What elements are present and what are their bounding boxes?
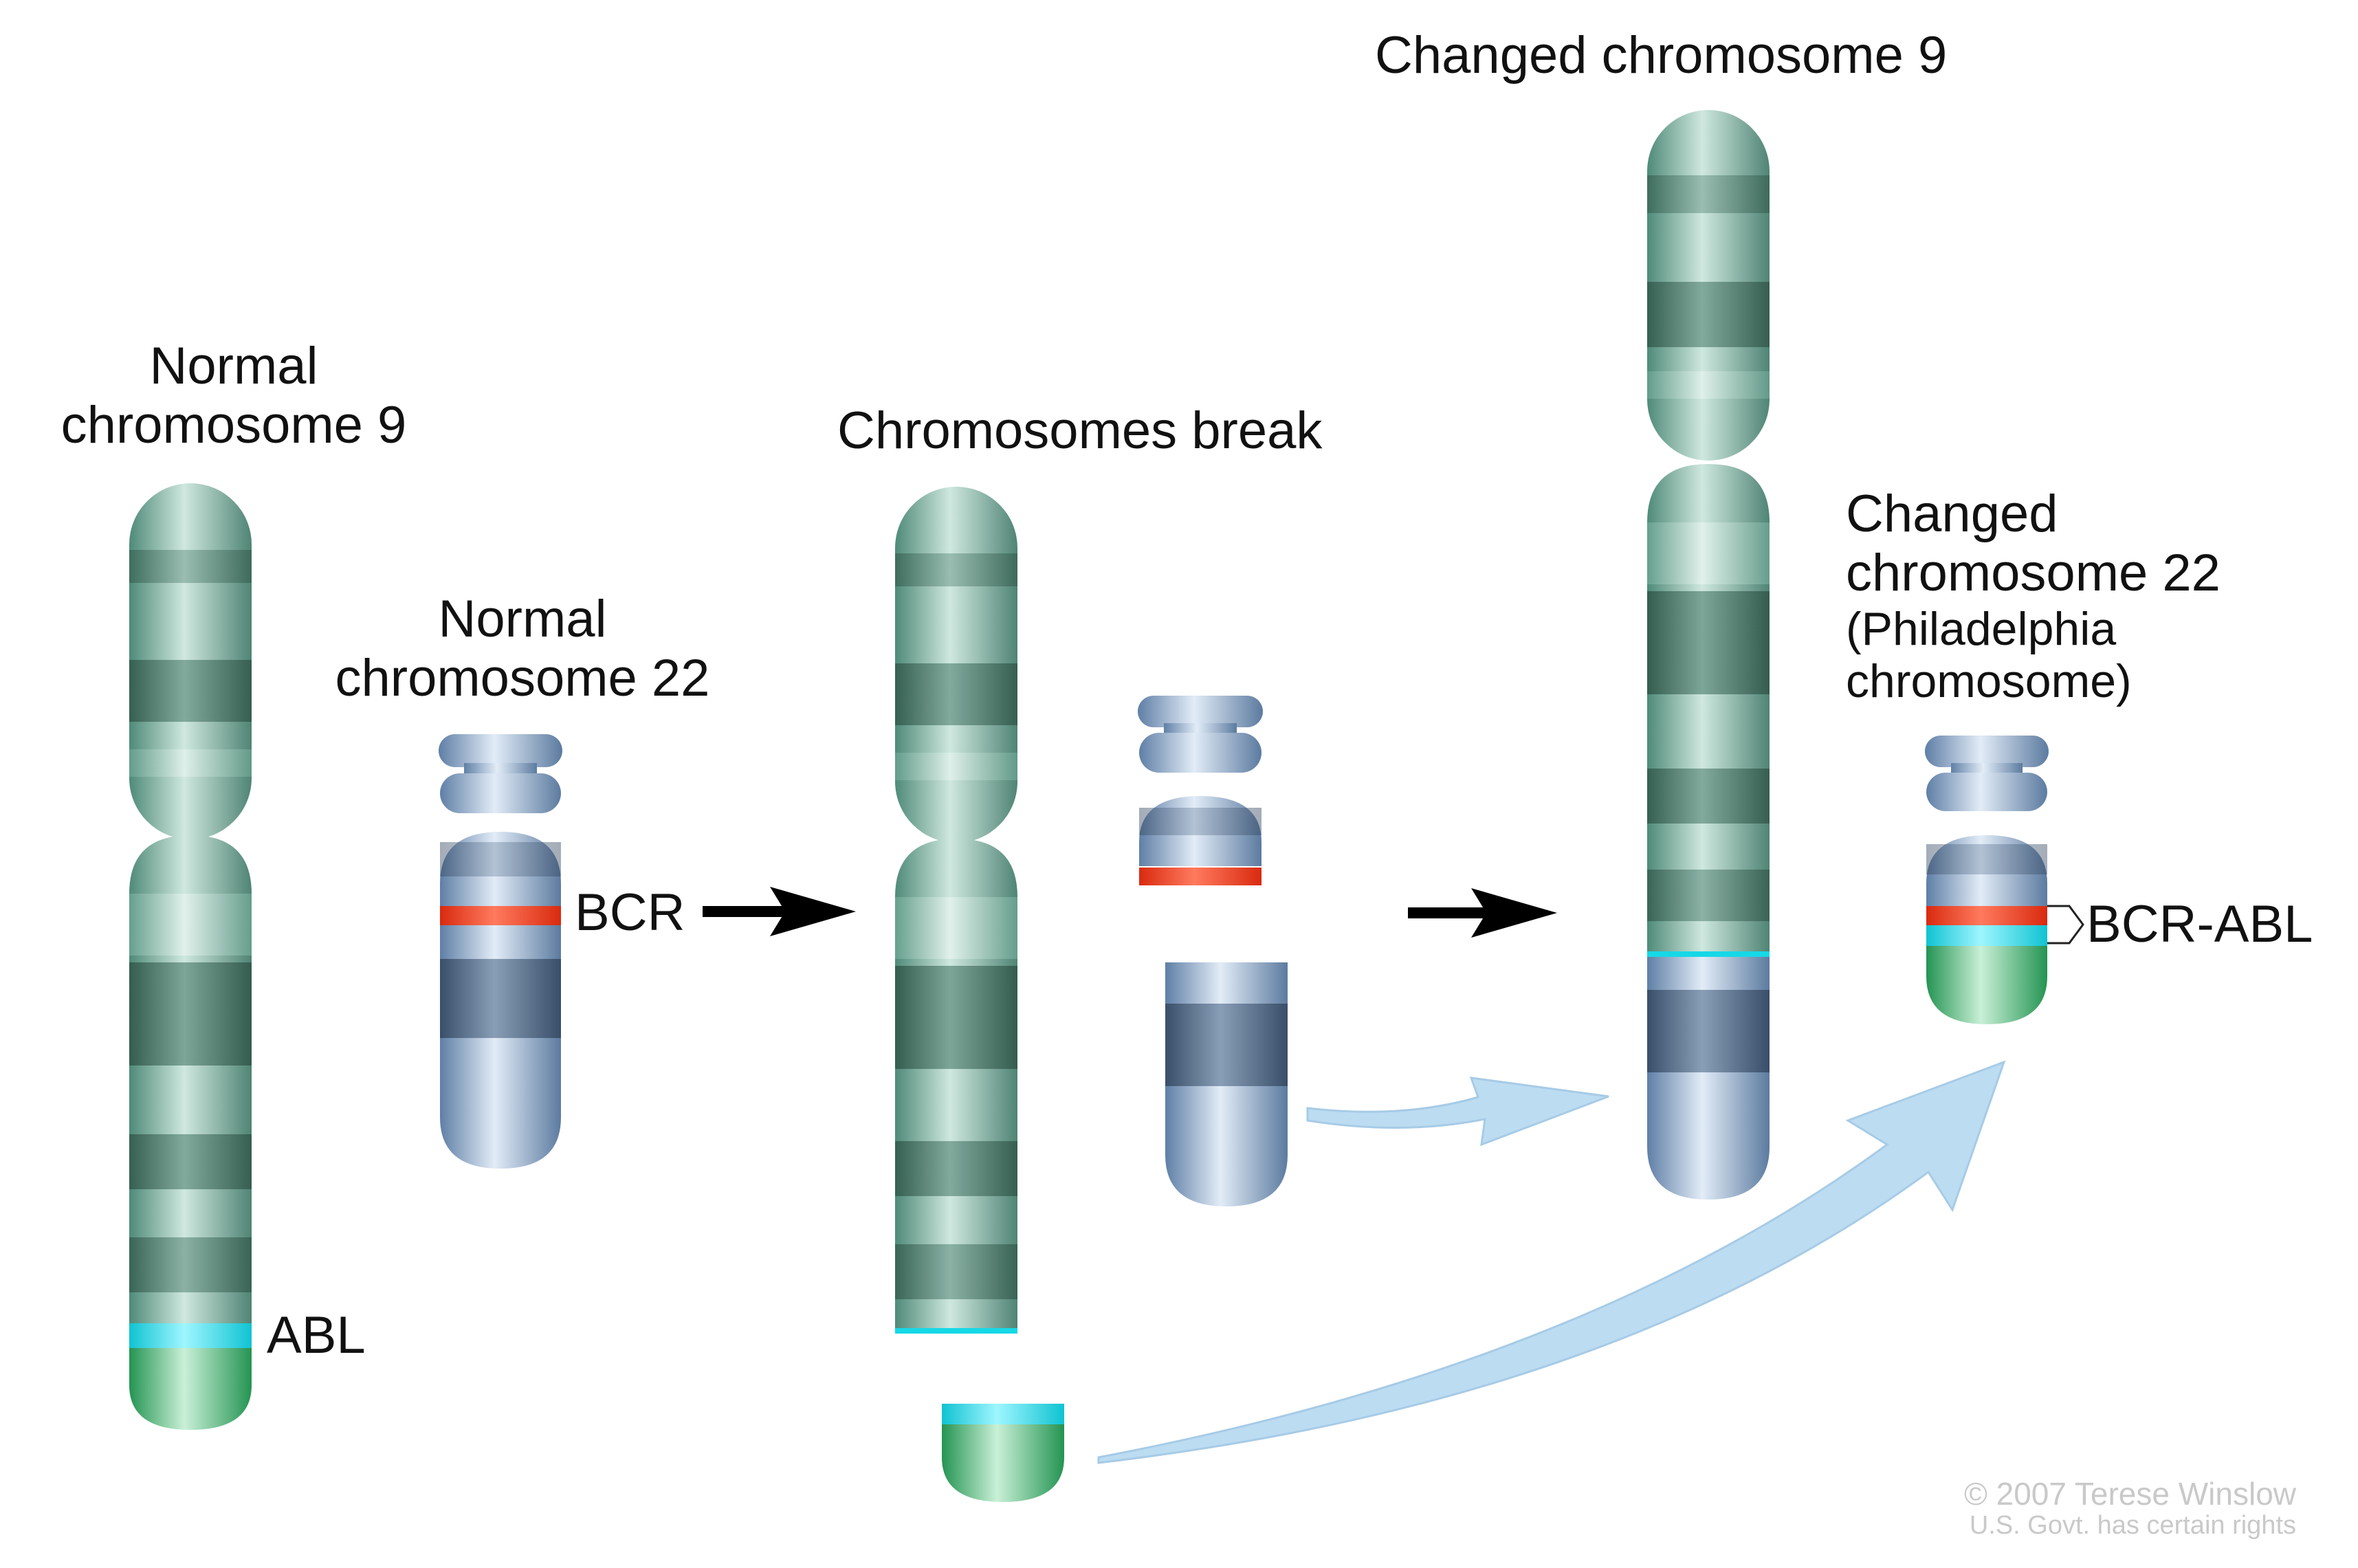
step-arrow-1	[703, 887, 856, 936]
band	[1165, 1004, 1288, 1086]
break-edge	[895, 1328, 1017, 1334]
band	[129, 1237, 252, 1292]
band	[1647, 175, 1770, 213]
bcr-marker	[440, 906, 561, 925]
label-line: chromosome 22	[1846, 544, 2221, 602]
band	[1647, 371, 1770, 399]
transfer-arrow-chr22-to-chr9	[1306, 1076, 1609, 1147]
label-line: chromosome 9	[60, 396, 407, 454]
abl-segment	[1926, 946, 2047, 1024]
chr22-satellite-mid	[440, 773, 561, 813]
abl-marker	[1926, 925, 2047, 946]
band	[1647, 769, 1770, 824]
chr9-lower-arm	[129, 835, 252, 1323]
credit-line: U.S. Govt. has certain rights	[1969, 1511, 2296, 1540]
band	[895, 966, 1017, 1069]
label-line: chromosome)	[1846, 655, 2132, 707]
chr22-satellite-top	[1138, 696, 1263, 727]
label-line: chromosome 22	[335, 649, 710, 707]
label-line: (Philadelphia	[1846, 603, 2117, 655]
abl-marker	[942, 1404, 1064, 1424]
band	[895, 553, 1017, 586]
band	[1647, 282, 1770, 347]
label-bcr: BCR	[575, 883, 685, 942]
bcr-marker	[1139, 868, 1261, 885]
band	[1647, 990, 1770, 1072]
band	[895, 1141, 1017, 1196]
chr9-lower-arm	[895, 839, 1017, 1332]
label-abl: ABL	[267, 1306, 366, 1365]
band	[440, 842, 561, 876]
abl-segment	[942, 1424, 1064, 1502]
philadelphia-chromosome	[1925, 736, 2049, 1024]
band	[1647, 591, 1770, 694]
label-line: Normal	[149, 337, 318, 395]
abl-marker	[129, 1323, 252, 1348]
chr22-satellite-top	[1925, 736, 2049, 767]
copyright-credit: © 2007 Terese Winslow U.S. Govt. has cer…	[1787, 1477, 2296, 1540]
chr22-satellite-mid	[1926, 773, 2047, 811]
band	[895, 663, 1017, 725]
band	[895, 753, 1017, 780]
bcr-marker	[1926, 906, 2047, 925]
band	[129, 894, 252, 956]
label-line: Changed	[1846, 485, 2058, 543]
broken-chromosome-22-top	[1138, 696, 1263, 885]
broken-chromosome-22-bottom	[1165, 962, 1288, 1206]
transfer-arrow-abl-to-chr22	[1097, 1060, 2006, 1464]
band	[895, 1244, 1017, 1299]
label-line: Normal	[438, 590, 607, 648]
detached-abl-fragment	[942, 1404, 1064, 1502]
label-bcr-abl: BCR-ABL	[2086, 895, 2313, 953]
chr22-satellite-mid	[1139, 733, 1261, 773]
abl-segment	[129, 1348, 252, 1430]
band	[129, 962, 252, 1065]
changed-chromosome-9	[1647, 110, 1770, 1200]
band	[1647, 522, 1770, 584]
normal-chromosome-9	[129, 483, 252, 1430]
band	[895, 897, 1017, 959]
band	[440, 959, 561, 1038]
label-changed-chromosome-9: Changed chromosome 9	[1375, 26, 1948, 85]
step-arrow-2	[1408, 888, 1557, 938]
label-chromosomes-break: Chromosomes break	[837, 401, 1323, 460]
join-marker	[1647, 951, 1770, 957]
label-changed-chromosome-22: Changed chromosome 22 (Philadelphia chro…	[1846, 485, 2221, 707]
chr22-satellite-top	[439, 734, 562, 767]
label-normal-chromosome-22: Normal chromosome 22	[302, 590, 742, 708]
band	[129, 550, 252, 583]
normal-chromosome-22	[439, 734, 562, 1169]
band	[129, 749, 252, 777]
broken-chromosome-9	[895, 487, 1017, 1334]
credit-line: © 2007 Terese Winslow	[1963, 1476, 2296, 1512]
chr9-lower-arm	[1647, 464, 1770, 954]
band	[1926, 844, 2047, 874]
band	[1139, 808, 1261, 835]
band	[129, 1134, 252, 1189]
band	[1647, 870, 1770, 921]
label-normal-chromosome-9: Normal chromosome 9	[27, 337, 440, 455]
band	[129, 660, 252, 722]
fusion-label-pointer	[2047, 905, 2084, 945]
